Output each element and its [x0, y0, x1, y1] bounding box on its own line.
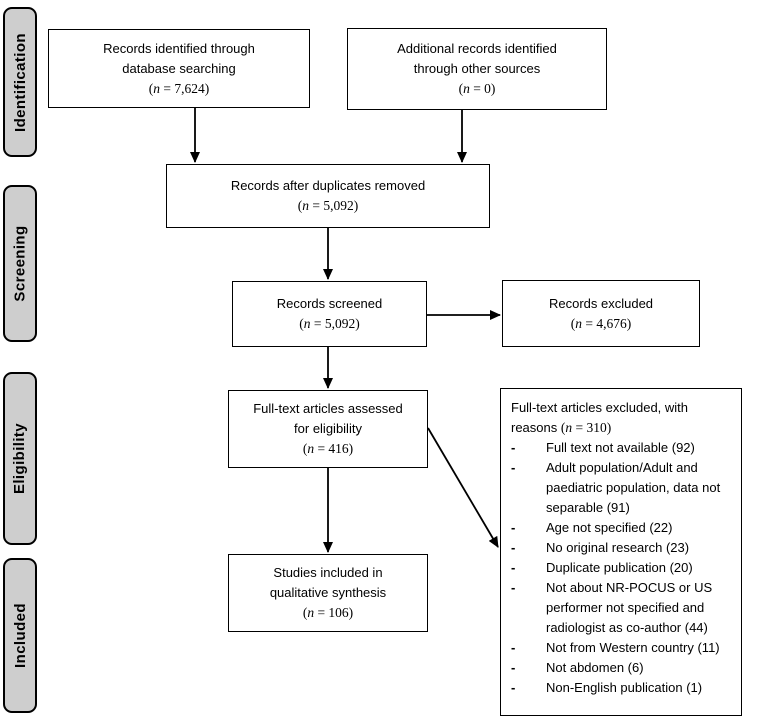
box-fulltext-assessed-text: Full-text articles assessed for eligibil… [253, 401, 403, 436]
exclusion-reason-item: - Age not specified (22) [511, 518, 733, 538]
bullet-dash: - [511, 660, 516, 675]
box-records-screened: Records screened (n = 5,092) [232, 281, 427, 347]
fulltext-excluded-n: (n = 310) [560, 420, 612, 435]
fulltext-excluded-title: Full-text articles excluded, with reason… [511, 398, 733, 438]
box-fulltext-assessed: Full-text articles assessed for eligibil… [228, 390, 428, 468]
exclusion-reason-text: Age not specified (22) [546, 520, 673, 535]
exclusion-reason-item: - Adult population/Adult and paediatric p… [511, 458, 733, 518]
stage-label-identification: Identification [3, 7, 37, 157]
box-studies-included-n: (n = 106) [302, 605, 354, 620]
exclusion-reason-item: - Not from Western country (11) [511, 638, 733, 658]
box-duplicates-removed-n: (n = 5,092) [297, 198, 359, 213]
stage-label-screening-text: Screening [11, 225, 29, 302]
exclusion-reason-text: Non-English publication (1) [546, 680, 703, 695]
exclusion-reason-item: - Not abdomen (6) [511, 658, 733, 678]
box-studies-included-text: Studies included in qualitative synthesi… [269, 565, 387, 600]
box-records-screened-n: (n = 5,092) [299, 316, 360, 331]
fulltext-excluded-title-text: Full-text articles excluded, with reason… [511, 400, 689, 435]
bullet-dash: - [511, 440, 516, 455]
box-additional-records-text: Additional records identified through ot… [397, 41, 557, 76]
stage-label-included-text: Included [11, 603, 29, 668]
box-fulltext-excluded-reasons: Full-text articles excluded, with reason… [500, 388, 742, 716]
box-studies-included: Studies included in qualitative synthesi… [228, 554, 428, 632]
exclusion-reason-text: Not from Western country (11) [546, 640, 720, 655]
exclusion-reason-item: - Not about NR-POCUS or US performer not … [511, 578, 733, 638]
box-records-excluded: Records excluded (n = 4,676) [502, 280, 700, 347]
box-additional-records: Additional records identified through ot… [347, 28, 607, 110]
exclusion-reason-item: - Duplicate publication (20) [511, 558, 733, 578]
box-duplicates-removed: Records after duplicates removed (n = 5,… [166, 164, 490, 228]
bullet-dash: - [511, 520, 516, 535]
box-records-identified-text: Records identified through database sear… [103, 40, 255, 76]
stage-label-screening: Screening [3, 185, 37, 342]
exclusion-reason-list: - Full text not available (92) - Adult popu… [511, 438, 733, 698]
box-records-excluded-text: Records excluded [548, 295, 654, 311]
exclusion-reason-item: - Full text not available (92) [511, 438, 733, 458]
exclusion-reason-item: - No original research (23) [511, 538, 733, 558]
box-additional-records-n: (n = 0) [458, 81, 496, 96]
exclusion-reason-text: Not about NR-POCUS or US performer not s… [546, 580, 713, 635]
exclusion-reason-text: Duplicate publication (20) [546, 560, 693, 575]
exclusion-reason-text: Full text not available (92) [546, 440, 695, 455]
bullet-dash: - [511, 460, 516, 475]
exclusion-reason-text: No original research (23) [546, 540, 690, 555]
bullet-dash: - [511, 540, 516, 555]
stage-label-eligibility-text: Eligibility [11, 422, 29, 495]
box-records-excluded-n: (n = 4,676) [570, 315, 632, 331]
box-duplicates-removed-text: Records after duplicates removed [230, 178, 426, 193]
bullet-dash: - [511, 680, 516, 695]
stage-label-included: Included [3, 558, 37, 713]
box-records-identified: Records identified through database sear… [48, 29, 310, 108]
bullet-dash: - [511, 580, 516, 595]
exclusion-reason-item: - Non-English publication (1) [511, 678, 733, 698]
exclusion-reason-text: Adult population/Adult and paediatric po… [546, 460, 721, 515]
bullet-dash: - [511, 560, 516, 575]
stage-label-identification-text: Identification [11, 32, 29, 132]
box-records-screened-text: Records screened [276, 296, 383, 311]
arrow-fulltext-to-excluded-reasons [427, 427, 499, 548]
box-records-identified-n: (n = 7,624) [148, 80, 210, 96]
box-fulltext-assessed-n: (n = 416) [302, 441, 354, 456]
stage-label-eligibility: Eligibility [3, 372, 37, 545]
bullet-dash: - [511, 640, 516, 655]
exclusion-reason-text: Not abdomen (6) [546, 660, 644, 675]
